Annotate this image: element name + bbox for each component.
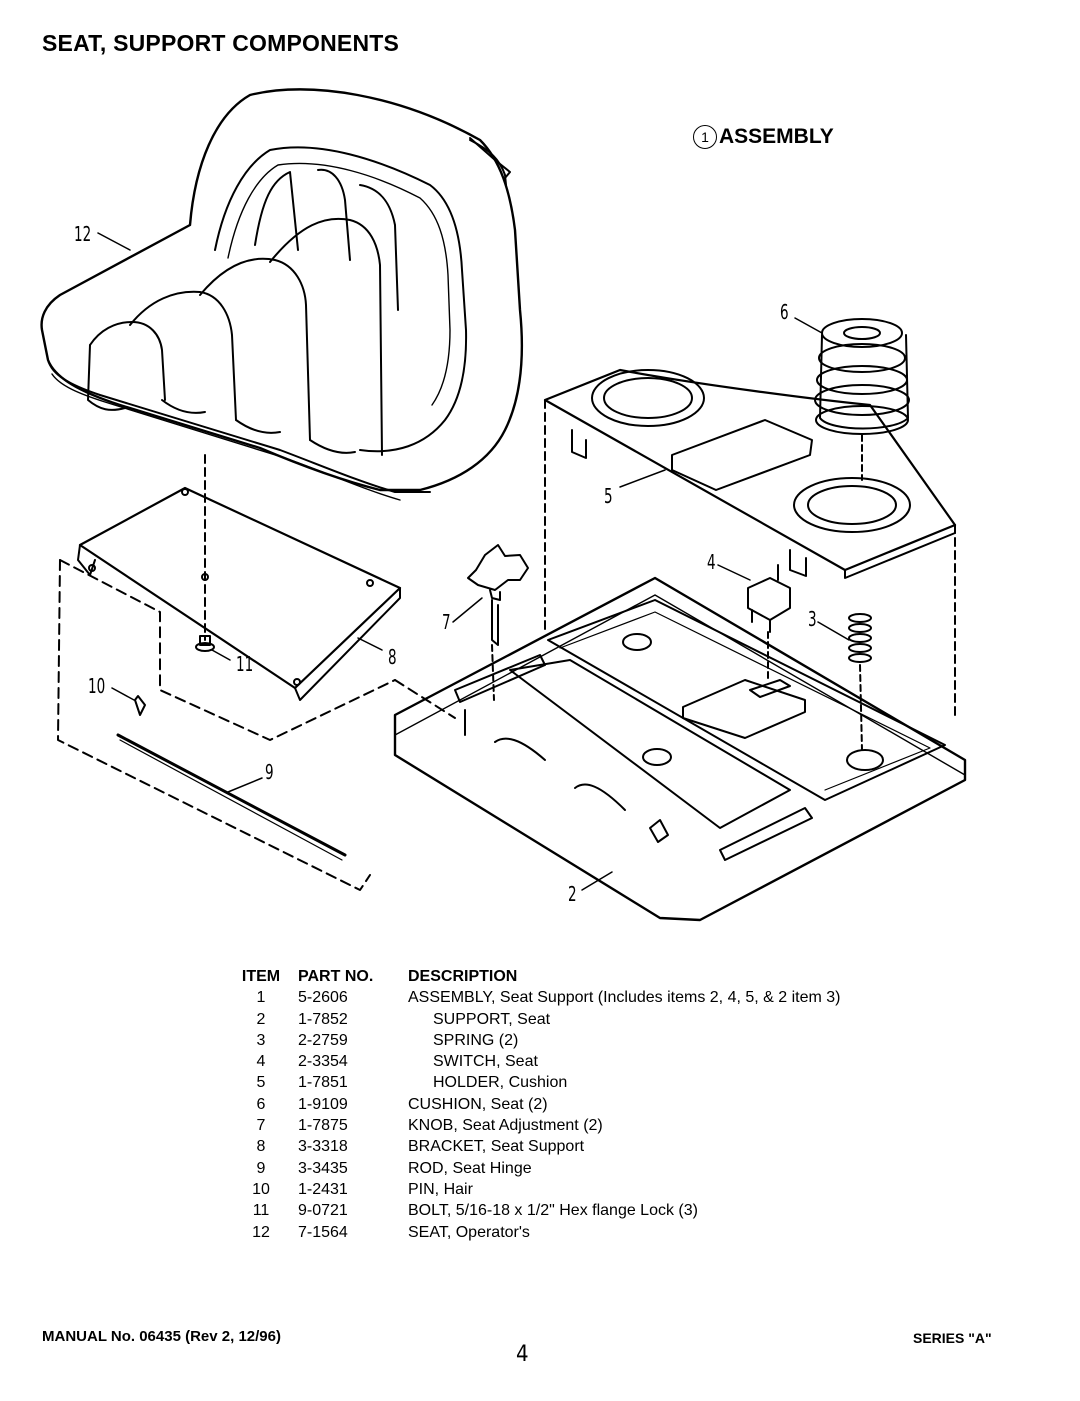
seat-support-drawing: [393, 576, 967, 922]
table-row: 6 1-9109 CUSHION, Seat (2): [238, 1094, 841, 1115]
spring-drawing: [848, 613, 872, 751]
callout-7: 7: [442, 610, 451, 634]
part-number: 3-3435: [298, 1159, 348, 1177]
part-number: 1-7851: [298, 1074, 348, 1092]
page-number: 4: [516, 1342, 529, 1367]
item-number: 4: [256, 1053, 266, 1071]
switch-drawing: [747, 564, 791, 681]
part-description: SEAT, Operator's: [408, 1223, 530, 1241]
manual-number: MANUAL No. 06435 (Rev 2, 12/96): [42, 1328, 281, 1345]
series-label: SERIES "A": [913, 1330, 992, 1346]
part-number: 1-2431: [298, 1180, 348, 1198]
callout-2: 2: [568, 882, 577, 906]
item-number: 7: [256, 1117, 266, 1135]
exploded-parts-diagram: [40, 88, 967, 922]
seat-drawing: [40, 88, 524, 501]
item-number: 6: [256, 1095, 266, 1113]
callout-8: 8: [388, 645, 397, 669]
table-row: 9 3-3435 ROD, Seat Hinge: [238, 1158, 841, 1179]
table-row: 5 1-7851 HOLDER, Cushion: [238, 1072, 841, 1093]
header-part-no: PART NO.: [298, 968, 374, 985]
cushion-holder-drawing: [543, 368, 957, 721]
table-row: 7 1-7875 KNOB, Seat Adjustment (2): [238, 1115, 841, 1136]
callout-9: 9: [265, 760, 274, 784]
item-number: 11: [252, 1202, 270, 1220]
part-description: PIN, Hair: [408, 1180, 473, 1198]
part-description: ASSEMBLY, Seat Support (Includes items 2…: [408, 989, 841, 1007]
knob-drawing: [467, 544, 529, 701]
item-number: 2: [256, 1010, 266, 1028]
part-number: 7-1564: [298, 1223, 348, 1241]
part-description: SUPPORT, Seat: [433, 1010, 551, 1028]
part-number: 2-3354: [298, 1053, 348, 1071]
part-description: HOLDER, Cushion: [433, 1074, 568, 1092]
callout-4: 4: [707, 550, 716, 574]
part-number: 1-7852: [298, 1010, 348, 1028]
part-description: CUSHION, Seat (2): [408, 1095, 548, 1113]
header-description: DESCRIPTION: [408, 968, 518, 985]
table-row: 11 9-0721 BOLT, 5/16-18 x 1/2" Hex flange …: [238, 1200, 841, 1221]
part-number: 1-7875: [298, 1117, 348, 1135]
hinge-rod-drawing: [116, 733, 347, 861]
part-description: BRACKET, Seat Support: [408, 1138, 585, 1156]
callout-10: 10: [88, 674, 106, 698]
parts-table-header: ITEM PART NO. DESCRIPTION: [238, 966, 841, 987]
part-description: ROD, Seat Hinge: [408, 1159, 532, 1177]
callout-11: 11: [236, 652, 254, 676]
part-description: SPRING (2): [433, 1031, 519, 1049]
part-number: 5-2606: [298, 989, 348, 1007]
cushion-drawing: [814, 318, 910, 481]
part-number: 9-0721: [298, 1202, 348, 1220]
assembly-number-circle: 1: [693, 125, 717, 149]
callout-6: 6: [780, 300, 789, 324]
table-row: 8 3-3318 BRACKET, Seat Support: [238, 1136, 841, 1157]
item-number: 9: [256, 1159, 266, 1177]
bolt-drawing: [195, 635, 215, 652]
item-number: 3: [256, 1031, 266, 1049]
table-row: 2 1-7852 SUPPORT, Seat: [238, 1009, 841, 1030]
part-number: 1-9109: [298, 1095, 348, 1113]
item-number: 1: [256, 989, 266, 1007]
table-row: 12 7-1564 SEAT, Operator's: [238, 1222, 841, 1243]
part-description: SWITCH, Seat: [433, 1053, 538, 1071]
header-item: ITEM: [241, 968, 281, 985]
item-number: 5: [256, 1074, 266, 1092]
part-description: KNOB, Seat Adjustment (2): [408, 1117, 603, 1135]
parts-table: ITEM PART NO. DESCRIPTION 1 5-2606 ASSEMBL…: [238, 966, 841, 1243]
table-row: 4 2-3354 SWITCH, Seat: [238, 1051, 841, 1072]
item-number: 8: [256, 1138, 266, 1156]
item-number: 10: [252, 1180, 270, 1198]
table-row: 1 5-2606 ASSEMBLY, Seat Support (Includes …: [238, 987, 841, 1008]
callout-5: 5: [604, 484, 613, 508]
bracket-drawing: [77, 454, 402, 701]
part-description: BOLT, 5/16-18 x 1/2" Hex flange Lock (3): [408, 1202, 698, 1220]
page-title: SEAT, SUPPORT COMPONENTS: [42, 30, 400, 56]
assembly-label: 1 ASSEMBLY: [693, 125, 834, 149]
callout-12: 12: [74, 222, 92, 246]
parts-table-rows: 1 5-2606 ASSEMBLY, Seat Support (Includes …: [238, 987, 841, 1243]
table-row: 3 2-2759 SPRING (2): [238, 1030, 841, 1051]
hair-pin-drawing: [134, 695, 146, 716]
assembly-label-text: ASSEMBLY: [719, 125, 834, 148]
part-number: 2-2759: [298, 1031, 348, 1049]
table-row: 10 1-2431 PIN, Hair: [238, 1179, 841, 1200]
part-number: 3-3318: [298, 1138, 348, 1156]
callout-3: 3: [808, 607, 817, 631]
item-number: 12: [252, 1223, 270, 1241]
